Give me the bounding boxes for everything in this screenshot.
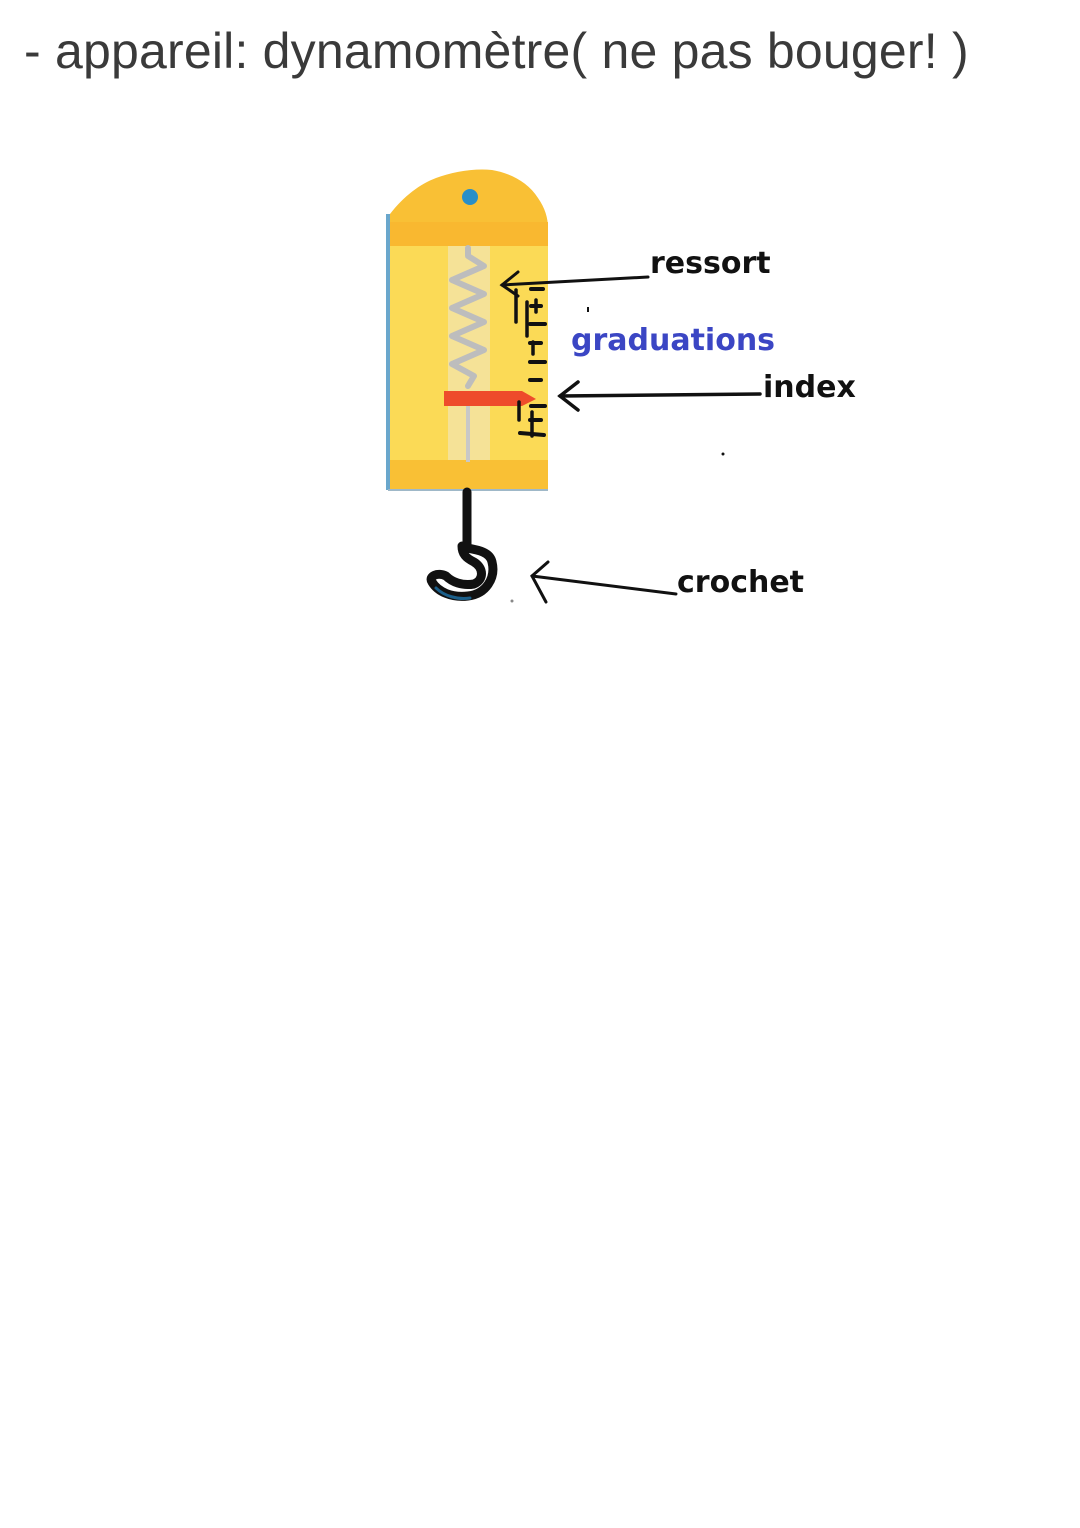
crochet-hook <box>426 487 498 601</box>
dynamometer-diagram: ressort graduations index crochet <box>386 169 856 604</box>
stray-dot <box>721 452 725 456</box>
stray-dot-2 <box>510 599 514 603</box>
graduation-ticks <box>518 287 547 437</box>
arrow-crochet <box>530 560 678 604</box>
label-crochet: crochet <box>677 565 804 600</box>
label-ressort: ressort <box>650 246 771 281</box>
page-title: - appareil: dynamomètre( ne pas bouger! … <box>24 23 969 79</box>
label-graduations: graduations <box>571 323 775 358</box>
index-marker <box>444 391 536 406</box>
label-index: index <box>763 370 856 405</box>
top-band <box>390 222 548 248</box>
spring <box>449 245 487 389</box>
crochet-hook-shadow <box>434 586 472 600</box>
bottom-band <box>390 460 548 490</box>
arrow-index <box>557 380 762 412</box>
hanging-pin <box>462 189 478 205</box>
arrow-ressort <box>499 270 650 298</box>
body-left-edge <box>386 214 390 490</box>
